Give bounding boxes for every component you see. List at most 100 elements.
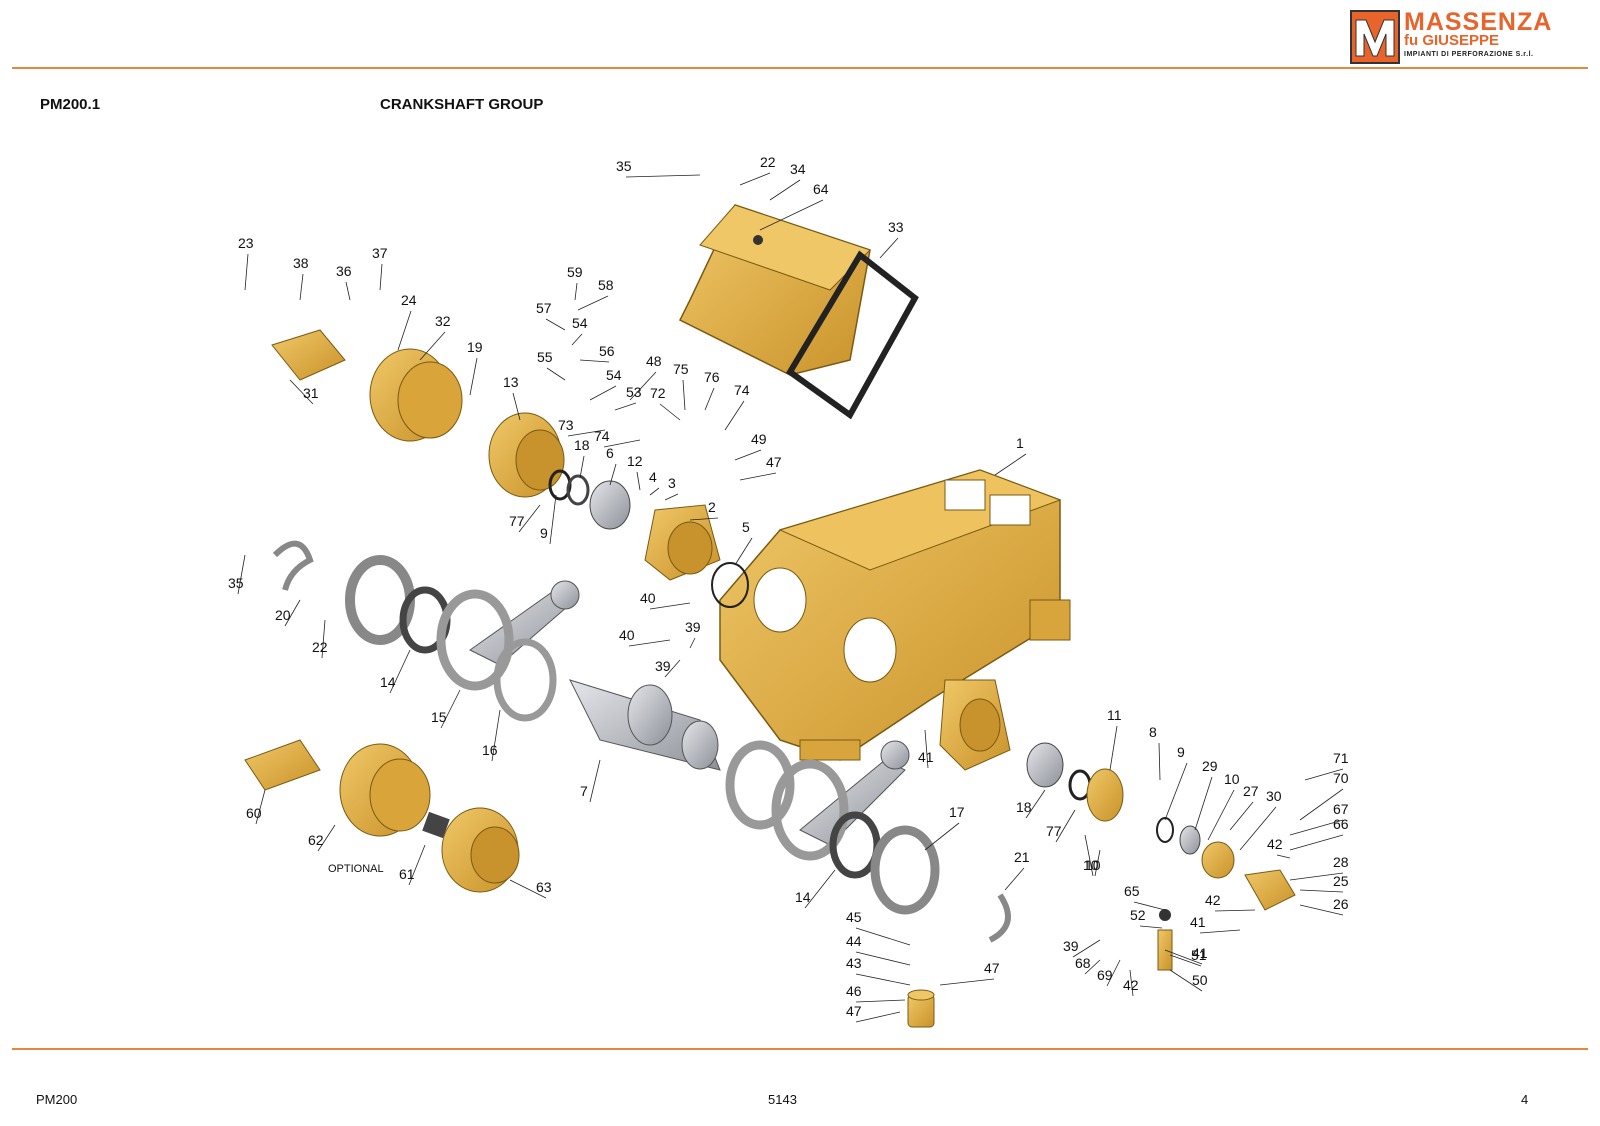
callout-number: 39 [655, 658, 671, 674]
callout-leader [1133, 901, 1166, 911]
callout-leader [1214, 909, 1256, 912]
callout-leader [625, 174, 701, 178]
callout-number: 17 [949, 804, 965, 820]
callout-number: 58 [598, 277, 614, 293]
callout-leader [855, 973, 911, 986]
callout-leader [1194, 776, 1213, 831]
page-code: PM200.1 [40, 96, 101, 113]
callout-leader [734, 449, 762, 461]
callout-leader [1169, 969, 1203, 992]
callout-leader [1289, 872, 1344, 881]
callout-leader [589, 385, 617, 401]
callout-leader [689, 637, 696, 649]
callout-number: 15 [431, 709, 447, 725]
callout-number: 48 [646, 353, 662, 369]
connecting-rods [469, 580, 910, 846]
page-title: CRANKSHAFT GROUP [380, 96, 544, 113]
callout-leader [628, 639, 671, 647]
callout-leader [549, 494, 557, 545]
callout-number: 13 [503, 374, 519, 390]
callout-number: 26 [1333, 896, 1349, 912]
callout-leader [1139, 925, 1163, 929]
callout-leader [1072, 939, 1101, 958]
callout-leader [855, 999, 906, 1003]
callout-leader [739, 472, 777, 481]
callout-leader [1289, 834, 1344, 851]
callout-leader [1106, 959, 1121, 987]
callout-number: 68 [1075, 955, 1091, 971]
callout-leader [419, 331, 446, 361]
callout-number: 18 [1016, 799, 1032, 815]
footer-document-number: 5143 [768, 1092, 797, 1107]
left-rings [272, 540, 557, 722]
callout-number: 72 [650, 385, 666, 401]
callout-number: 47 [846, 1003, 862, 1019]
callout-number: 18 [574, 437, 590, 453]
optional-label: OPTIONAL [328, 863, 384, 875]
callout-number: 34 [790, 161, 806, 177]
callout-leader [1299, 904, 1344, 916]
callout-leader [345, 281, 351, 301]
pump-housing [719, 469, 1071, 761]
optional-drive-group [244, 739, 520, 893]
callout-leader [567, 429, 606, 437]
callout-leader [237, 554, 246, 595]
callout-number: 37 [372, 245, 388, 261]
callout-leader [1299, 788, 1344, 821]
callout-leader [1004, 867, 1025, 891]
callout-number: 74 [594, 428, 610, 444]
callout-number: 32 [435, 313, 451, 329]
callout-number: 35 [616, 158, 632, 174]
callout-number: 8 [1149, 724, 1157, 740]
callout-number: 23 [238, 235, 254, 251]
callout-leader [769, 179, 801, 201]
callout-leader [1084, 834, 1094, 877]
callout-number: 11 [1107, 707, 1122, 723]
footer-model: PM200 [36, 1092, 78, 1107]
callout-number: 38 [293, 255, 309, 271]
callout-leader [855, 927, 911, 946]
callout-leader [571, 333, 583, 346]
callout-leader [1299, 889, 1344, 893]
callout-leader [689, 517, 719, 521]
callout-number: 46 [846, 983, 862, 999]
crankshaft [569, 679, 721, 771]
callout-leader [1094, 849, 1101, 877]
callout-leader [924, 822, 960, 851]
company-logo: MASSENZA fu GIUSEPPE IMPIANTI DI PERFORA… [1350, 8, 1570, 64]
callout-number: 40 [640, 590, 656, 606]
oil-filter-assembly [907, 989, 935, 1028]
callout-number: 50 [1192, 972, 1208, 988]
callout-number: 51 [1191, 947, 1207, 963]
callout-number: 57 [536, 300, 552, 316]
callout-leader [636, 471, 641, 491]
callout-number: 22 [760, 154, 776, 170]
callout-number: 39 [685, 619, 701, 635]
callout-number: 2 [708, 499, 716, 515]
callout-number: 29 [1202, 758, 1218, 774]
callout-number: 74 [734, 382, 750, 398]
callout-leader [1239, 806, 1277, 851]
callout-number: 43 [846, 955, 862, 971]
callout-leader [509, 879, 547, 899]
callout-leader [614, 402, 637, 411]
logo-tagline: IMPIANTI DI PERFORAZIONE S.r.l. [1404, 51, 1534, 58]
callout-leader [734, 537, 753, 566]
callout-number: 75 [673, 361, 689, 377]
callout-leader [939, 978, 995, 986]
callout-leader [397, 310, 412, 351]
callout-number: 66 [1333, 816, 1349, 832]
callout-number: 31 [303, 385, 319, 401]
callout-number: 54 [606, 367, 622, 383]
callout-leader [659, 403, 681, 421]
callout-number: 41 [1192, 945, 1208, 961]
callout-number: 10 [1224, 771, 1240, 787]
callout-leader [546, 367, 566, 381]
callout-number: 35 [228, 575, 244, 591]
callout-number: 56 [599, 343, 615, 359]
callout-leader [1229, 801, 1254, 831]
callout-leader [579, 359, 610, 363]
footer-rule [12, 1048, 1588, 1050]
callout-leader [855, 1011, 901, 1023]
callout-number: 45 [846, 909, 862, 925]
